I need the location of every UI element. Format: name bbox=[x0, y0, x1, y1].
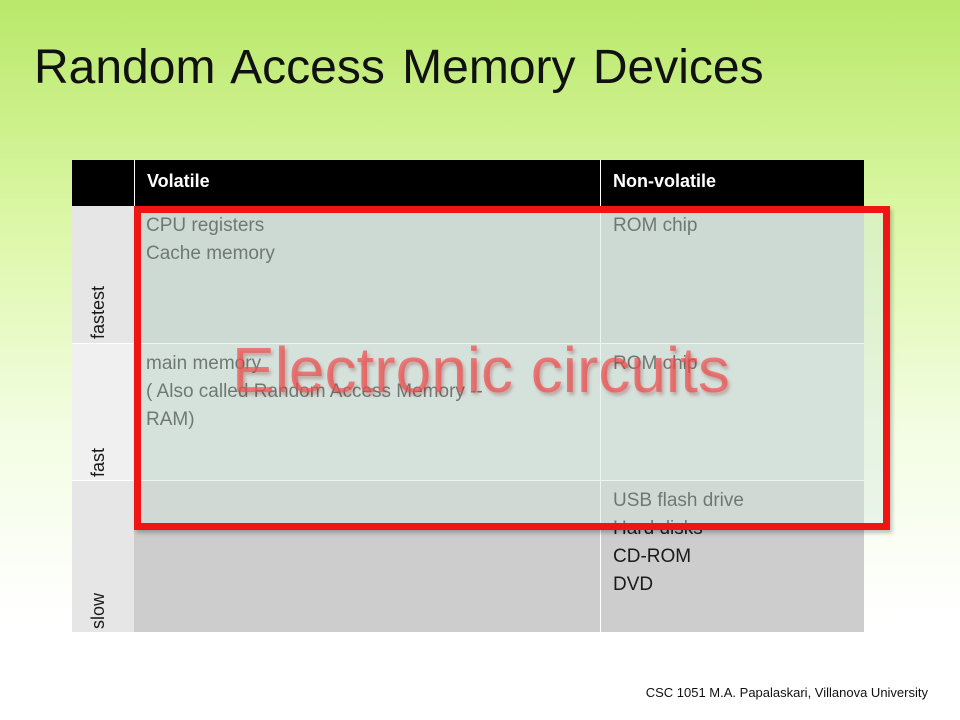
cell-line: RAM) bbox=[146, 409, 195, 430]
cell-fast-nonvolatile: ROM chip bbox=[600, 343, 864, 480]
cell-line: ROM chip bbox=[613, 215, 698, 236]
cell-line: USB flash drive bbox=[613, 490, 744, 511]
cell-fast-volatile: main memory ( Also called Random Access … bbox=[134, 343, 600, 480]
cell-line: CD-ROM bbox=[613, 546, 692, 567]
cell-slow-nonvolatile: USB flash drive Hard disks CD-ROM DVD bbox=[600, 480, 864, 632]
cell-fastest-volatile: CPU registers Cache memory bbox=[134, 206, 600, 343]
cell-fastest-nonvolatile: ROM chip bbox=[600, 206, 864, 343]
electronic-circuits-label: Electronic circuits bbox=[232, 334, 730, 406]
cell-line: DVD bbox=[613, 574, 654, 595]
cell-line: main memory bbox=[146, 353, 262, 374]
header-corner-cell bbox=[72, 160, 134, 206]
slide-footer: CSC 1051 M.A. Papalaskari, Villanova Uni… bbox=[645, 685, 928, 700]
cell-line: ( Also called Random Access Memory -- bbox=[146, 381, 483, 402]
cell-line: CPU registers bbox=[146, 215, 265, 236]
slide-title: Random Access Memory Devices bbox=[34, 41, 764, 94]
row-label-cell-fastest: fastest bbox=[72, 206, 134, 343]
electronic-circuits-highlight-box bbox=[134, 206, 890, 530]
cell-slow-volatile bbox=[134, 480, 600, 632]
header-nonvolatile: Non-volatile bbox=[600, 160, 864, 206]
row-label-cell-slow: slow bbox=[72, 480, 134, 632]
cell-line: ROM chip bbox=[613, 353, 698, 374]
header-volatile: Volatile bbox=[134, 160, 600, 206]
memory-table: Volatile Non-volatile fastest CPU regist… bbox=[72, 160, 864, 632]
row-label-cell-fast: fast bbox=[72, 343, 134, 480]
cell-line: Cache memory bbox=[146, 243, 275, 264]
